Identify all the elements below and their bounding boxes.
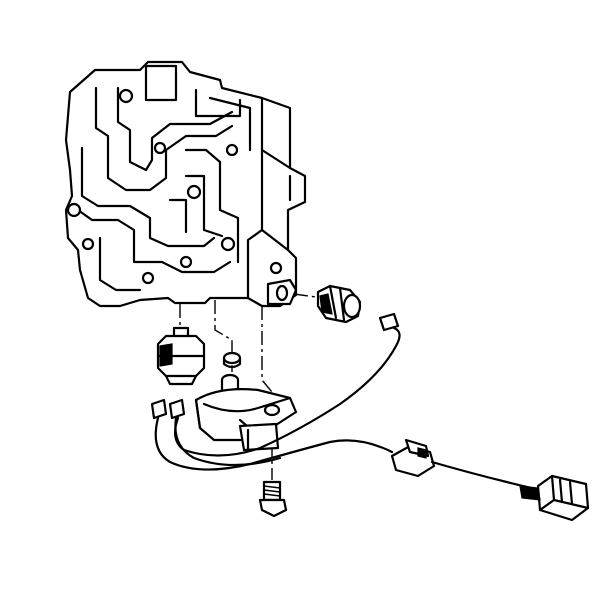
bolt bbox=[258, 480, 288, 518]
harness-connector bbox=[519, 474, 590, 522]
wiring-harness bbox=[150, 312, 542, 492]
pressure-switch bbox=[316, 284, 362, 324]
valve-body bbox=[64, 60, 307, 308]
pwm-solenoid bbox=[194, 373, 298, 452]
shift-solenoid bbox=[156, 326, 206, 386]
spacer-ring bbox=[222, 351, 242, 369]
